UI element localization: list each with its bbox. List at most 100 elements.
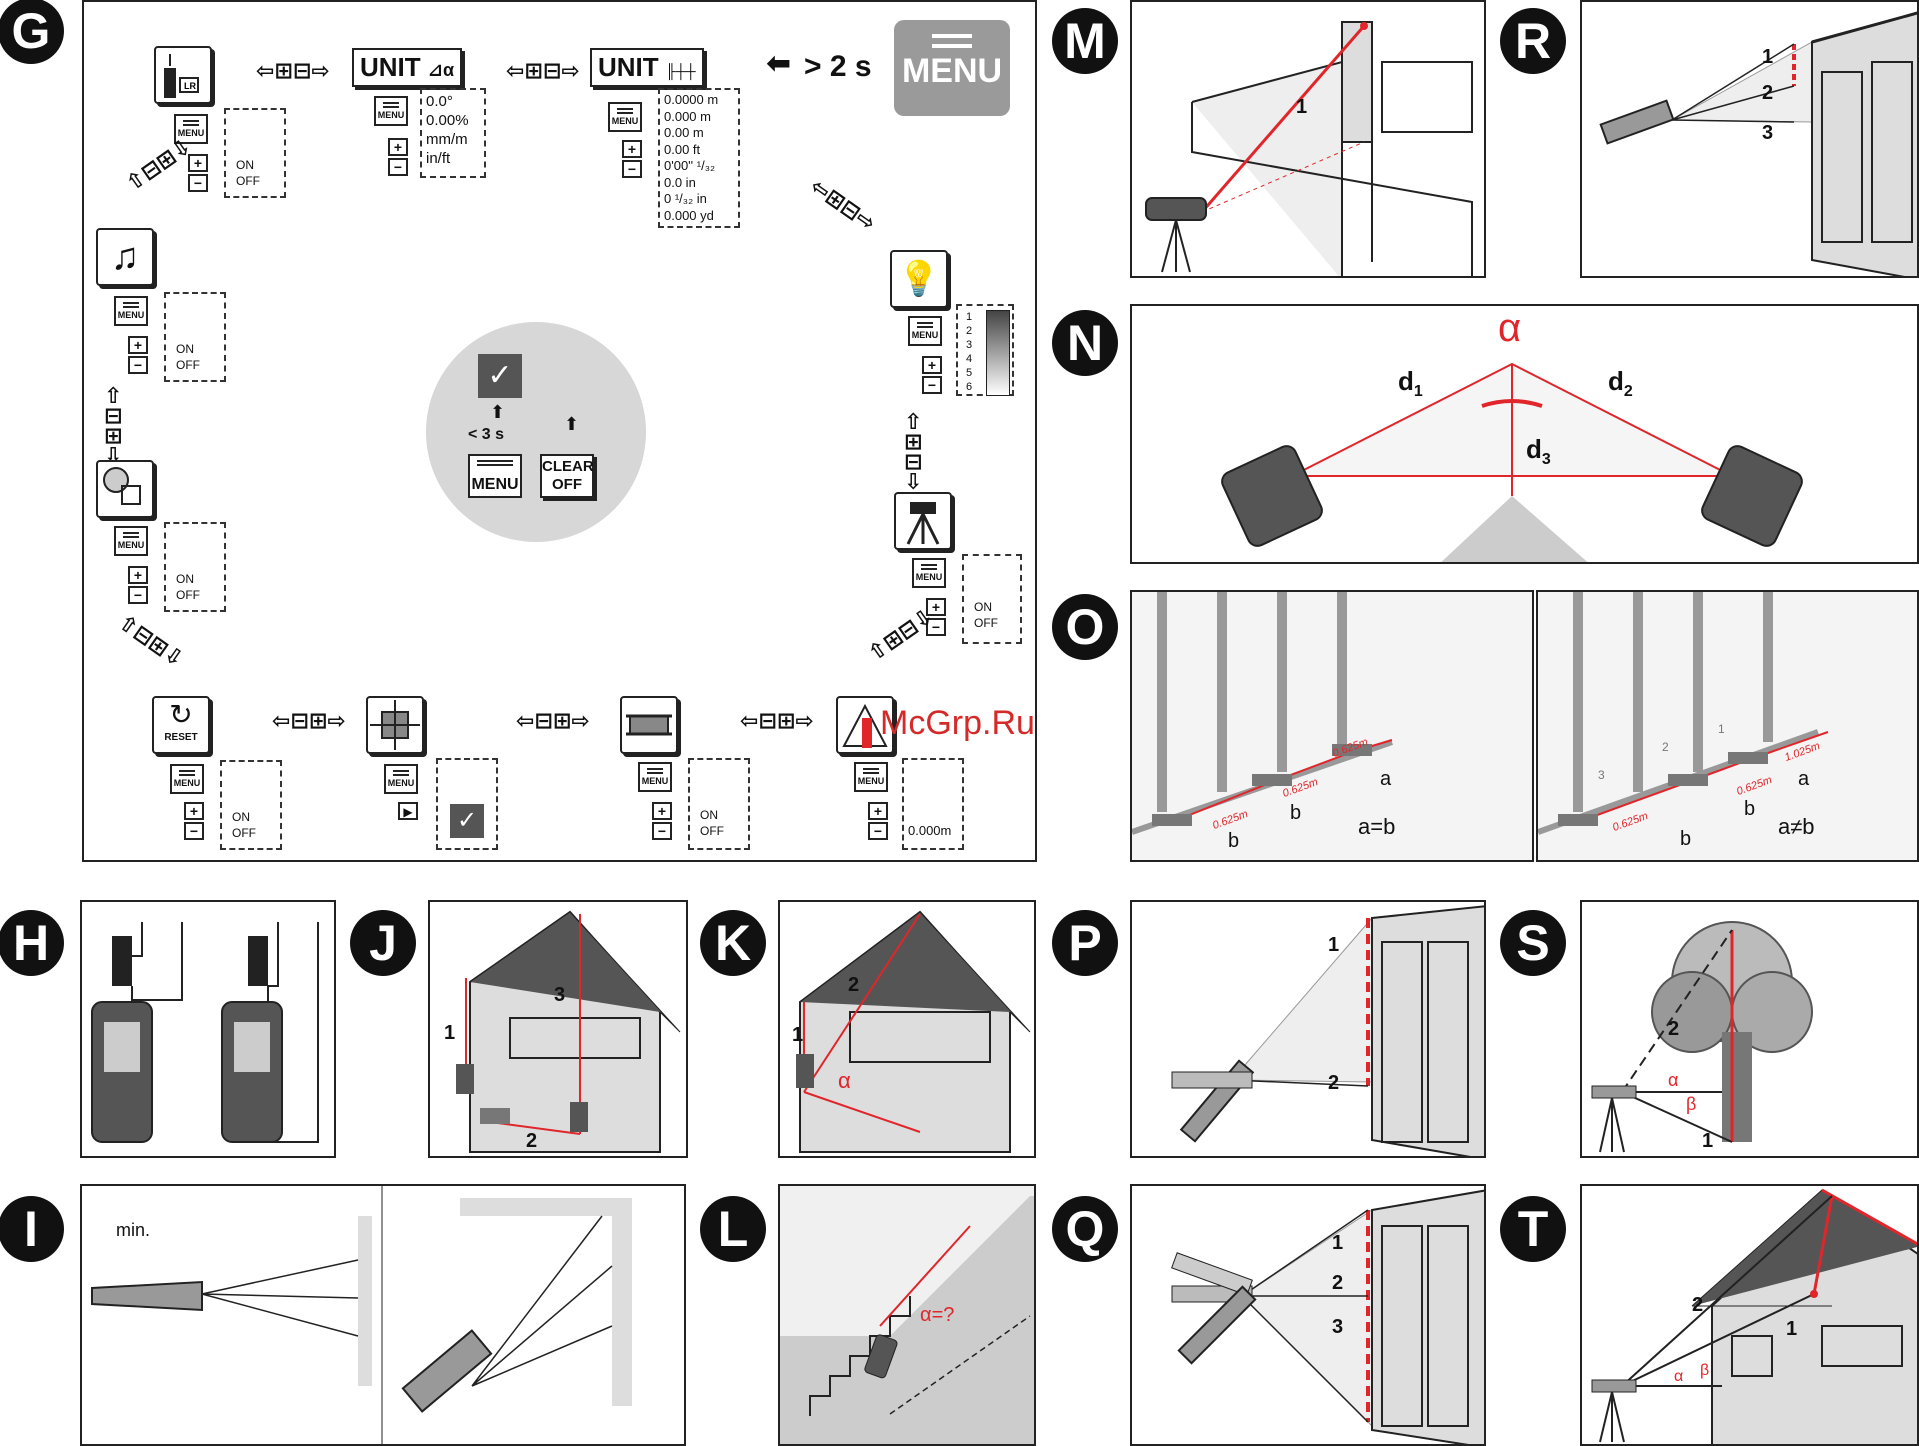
- hold-short-label: < 3 s: [468, 426, 505, 443]
- angle-unit-item: 0.00%: [426, 112, 469, 129]
- angle-unit-list: 0.0° 0.00% mm/m in/ft: [420, 88, 486, 178]
- on-label: ON: [232, 810, 250, 824]
- menu-button-center[interactable]: MENU: [468, 454, 522, 498]
- angle-question-label: α=?: [920, 1304, 955, 1326]
- minus-button-unit-distance[interactable]: −: [622, 160, 642, 178]
- panel-p: 1 2: [1130, 900, 1486, 1158]
- post-number: 3: [1598, 768, 1605, 782]
- plus-minus-arrow-bottom-1: ⇦⊟⊞⇨: [272, 708, 346, 733]
- plus-minus-arrow-left-1: ⇧⊟⊞⇩: [121, 133, 196, 196]
- minus-button-unit-angle[interactable]: −: [388, 158, 408, 176]
- label-1: 1: [1702, 1130, 1714, 1152]
- brightness-level: 4: [966, 353, 973, 365]
- clear-panel: ✓ ⬆ < 3 s ⬆ MENU CLEAR OFF: [426, 322, 646, 542]
- brightness-level: 6: [966, 381, 973, 393]
- panel-l: α=?: [778, 1184, 1036, 1446]
- panel-m: 1: [1130, 0, 1486, 278]
- menu-big-button[interactable]: MENU: [894, 20, 1010, 116]
- unit-distance-label: UNIT ╟┼┼: [590, 48, 704, 87]
- menu-button-offset[interactable]: MENU: [854, 762, 888, 792]
- menu-button-unit-angle[interactable]: MENU: [374, 96, 408, 126]
- panel-h: [80, 900, 336, 1158]
- clear-label: CLEAR: [542, 458, 594, 475]
- plus-button-tripod[interactable]: +: [926, 598, 946, 616]
- level-icon: [620, 696, 678, 754]
- option-box-tripod: ON OFF: [962, 554, 1022, 644]
- minus-button-tripod[interactable]: −: [926, 618, 946, 636]
- label-3: 3: [554, 984, 566, 1006]
- menu-button-brightness[interactable]: MENU: [908, 316, 942, 346]
- on-label: ON: [176, 572, 194, 586]
- watermark: McGrp.Ru: [880, 704, 1035, 742]
- plus-button-brightness[interactable]: +: [922, 356, 942, 374]
- d1-label: d1: [1398, 366, 1423, 401]
- minus-button-display[interactable]: −: [128, 586, 148, 604]
- menu-button-reset[interactable]: MENU: [170, 764, 204, 794]
- plus-button-unit-angle[interactable]: +: [388, 138, 408, 156]
- d3-label: d3: [1526, 434, 1551, 469]
- plus-button-reset[interactable]: +: [184, 802, 204, 820]
- distance-unit-item: 0 ¹/₃₂ in: [664, 191, 707, 206]
- label-1: 1: [1296, 96, 1308, 118]
- play-button[interactable]: ▶: [398, 802, 418, 820]
- clear-off-button[interactable]: CLEAR OFF: [540, 454, 594, 498]
- offset-value: 0.000m: [908, 823, 952, 838]
- menu-button-tripod[interactable]: MENU: [912, 558, 946, 588]
- option-box-level: ON OFF: [688, 758, 750, 850]
- menu-button-level[interactable]: MENU: [638, 762, 672, 792]
- minus-button-offset[interactable]: −: [868, 822, 888, 840]
- alpha-label: α: [1668, 1070, 1679, 1090]
- hold-arrow-icon: ⬅: [766, 47, 792, 80]
- checkmark-icon: ✓: [450, 804, 484, 838]
- plus-button-display[interactable]: +: [128, 566, 148, 584]
- plus-minus-arrow-right-1: ⇦⊞⊟⇨: [805, 173, 881, 236]
- menu-button-display[interactable]: MENU: [114, 526, 148, 556]
- minus-button-sound[interactable]: −: [128, 356, 148, 374]
- on-label: ON: [974, 600, 992, 614]
- off-label: OFF: [232, 826, 256, 840]
- brightness-level: 3: [966, 339, 973, 351]
- off-label: OFF: [974, 616, 998, 630]
- calibration-icon: [366, 696, 424, 754]
- alpha-label: α: [1498, 306, 1522, 350]
- off-label: OFF: [700, 824, 724, 838]
- d2-label: d2: [1608, 366, 1633, 401]
- label-2: 2: [1668, 1018, 1680, 1040]
- plus-button-level[interactable]: +: [652, 802, 672, 820]
- label-1: 1: [1328, 934, 1340, 956]
- minus-button-brightness[interactable]: −: [922, 376, 942, 394]
- a-label: a: [1798, 768, 1810, 790]
- plus-button-offset[interactable]: +: [868, 802, 888, 820]
- plus-minus-arrow-2: ⇦⊞⊟⇨: [506, 58, 580, 83]
- post-number: 2: [1662, 740, 1669, 754]
- brightness-level: 5: [966, 367, 973, 379]
- plus-button-unit-distance[interactable]: +: [622, 140, 642, 158]
- label-2: 2: [848, 974, 860, 996]
- menu-button-1[interactable]: MENU: [174, 114, 208, 144]
- minus-button-level[interactable]: −: [652, 822, 672, 840]
- badge-k: K: [700, 910, 766, 976]
- badge-o: O: [1052, 594, 1118, 660]
- minus-button-1[interactable]: −: [188, 174, 208, 192]
- angle-unit-item: mm/m: [426, 131, 468, 148]
- b-label: b: [1744, 798, 1756, 820]
- distance-unit-item: 0.0000 m: [664, 92, 719, 107]
- label-2: 2: [1692, 1294, 1704, 1316]
- svg-text:LR: LR: [184, 81, 196, 91]
- plus-button-sound[interactable]: +: [128, 336, 148, 354]
- equation-label: a≠b: [1778, 814, 1815, 839]
- up-arrow-icon: ⬆: [490, 402, 506, 422]
- label-3: 3: [1332, 1316, 1344, 1338]
- distance-unit-list: 0.0000 m 0.000 m 0.00 m 0.00 ft 0'00'' ¹…: [658, 88, 740, 228]
- label-1: 1: [444, 1022, 456, 1044]
- option-box-display: ON OFF: [164, 522, 226, 612]
- plus-button-1[interactable]: +: [188, 154, 208, 172]
- equation-label: a=b: [1358, 814, 1396, 839]
- label-2: 2: [526, 1130, 538, 1152]
- minus-button-reset[interactable]: −: [184, 822, 204, 840]
- unit-angle-label: UNIT ⊿α: [352, 48, 463, 87]
- menu-button-sound[interactable]: MENU: [114, 296, 148, 326]
- off-label: OFF: [176, 358, 200, 372]
- menu-button-calibration[interactable]: MENU: [384, 764, 418, 794]
- menu-button-unit-distance[interactable]: MENU: [608, 102, 642, 132]
